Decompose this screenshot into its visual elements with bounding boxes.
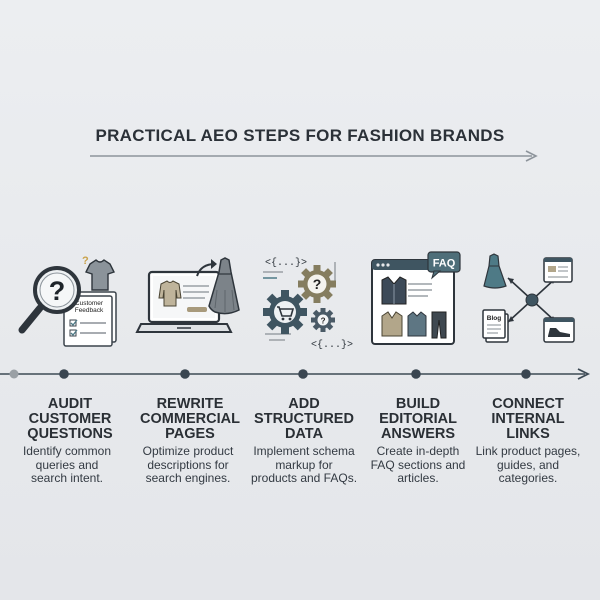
code-icon: <{...}> <{...}> — [263, 257, 353, 350]
dress-icon — [483, 253, 507, 289]
step-3-description: Implement schema markup for products and… — [250, 444, 358, 485]
page-icon — [543, 257, 573, 283]
sweater-icon — [158, 280, 182, 307]
magnifying-glass-icon: ? — [18, 266, 81, 334]
step-4-description: Create in-depth FAQ sections and article… — [370, 444, 466, 485]
blog-page-icon: Blog — [482, 309, 509, 343]
svg-text:?: ? — [313, 276, 322, 292]
svg-text:<{...}>: <{...}> — [311, 339, 353, 350]
jacket-icon — [381, 276, 407, 305]
page-title: PRACTICAL AEO STEPS FOR FASHION BRANDS — [95, 126, 505, 145]
svg-text:Customer: Customer — [75, 300, 104, 307]
step-5-illustration: Blog — [482, 253, 575, 343]
question-gear-icon: ? — [298, 265, 336, 303]
arrow-icon — [196, 259, 217, 277]
step-2-title: REWRITE COMMERCIAL PAGES — [140, 396, 240, 442]
step-2-illustration — [135, 257, 240, 333]
dress-icon — [208, 257, 240, 315]
cart-icon — [277, 306, 295, 321]
timeline-dot-5 — [521, 369, 531, 379]
step-1-title: AUDIT CUSTOMER QUESTIONS — [27, 396, 113, 442]
svg-text:<{...}>: <{...}> — [265, 257, 307, 269]
step-3-illustration: <{...}> <{...}> — [263, 257, 353, 350]
timeline — [0, 368, 591, 380]
pants-icon — [431, 311, 447, 339]
title-arrow-icon — [90, 150, 538, 162]
step-1-description: Identify common queries and search inten… — [22, 444, 112, 485]
checklist-icon — [63, 291, 117, 347]
svg-text:Feedback: Feedback — [75, 307, 104, 314]
faq-bubble-icon: FAQ — [427, 251, 461, 280]
blog-label: Blog — [487, 315, 501, 322]
coat-icon — [381, 311, 403, 337]
timeline-dot-3 — [298, 369, 308, 379]
step-1-illustration: Customer Feedback ? ? — [18, 255, 117, 347]
sneaker-icon — [543, 317, 575, 343]
hub-node-icon — [525, 293, 539, 307]
svg-text:?: ? — [321, 317, 326, 326]
svg-text:?: ? — [49, 276, 66, 306]
timeline-start-dot — [9, 369, 19, 379]
step-3-title: ADD STRUCTURED DATA — [254, 396, 354, 442]
timeline-dot-1 — [59, 369, 69, 379]
timeline-dot-2 — [180, 369, 190, 379]
step-2-description: Optimize product descriptions for search… — [142, 444, 234, 485]
small-gear-icon: ? — [311, 308, 335, 332]
tshirt-icon — [85, 259, 115, 291]
faq-badge-text: FAQ — [433, 258, 456, 270]
shirt-icon — [407, 311, 427, 337]
step-5-title: CONNECT INTERNAL LINKS — [491, 396, 565, 442]
step-4-illustration: FAQ — [371, 251, 461, 345]
question-mark-icon: ? — [82, 255, 89, 267]
step-5-description: Link product pages, guides, and categori… — [475, 444, 581, 485]
step-4-title: BUILD EDITORIAL ANSWERS — [379, 396, 457, 442]
gear-icon — [263, 290, 307, 334]
timeline-dot-4 — [411, 369, 421, 379]
